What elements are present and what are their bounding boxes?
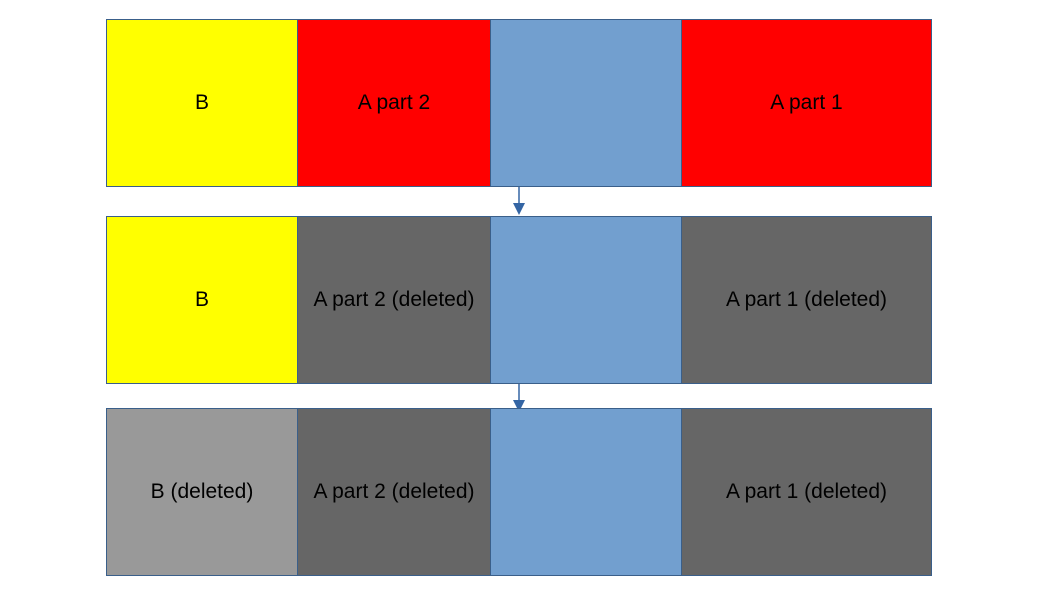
memory-row-1: B A part 2 A part 1 — [106, 19, 932, 187]
arrow-down-icon — [513, 384, 525, 412]
segment-a-part-2: A part 2 — [298, 20, 491, 186]
segment-free — [491, 409, 682, 575]
segment-free — [491, 20, 682, 186]
segment-b: B — [107, 217, 298, 383]
segment-a-part-1-deleted: A part 1 (deleted) — [682, 217, 931, 383]
segment-a-part-1-deleted: A part 1 (deleted) — [682, 409, 931, 575]
segment-a-part-2-deleted: A part 2 (deleted) — [298, 409, 491, 575]
segment-b: B — [107, 20, 298, 186]
segment-a-part-2-deleted: A part 2 (deleted) — [298, 217, 491, 383]
memory-row-3: B (deleted) A part 2 (deleted) A part 1 … — [106, 408, 932, 576]
segment-b-deleted: B (deleted) — [107, 409, 298, 575]
segment-a-part-1: A part 1 — [682, 20, 931, 186]
arrow-down-icon — [513, 187, 525, 215]
segment-free — [491, 217, 682, 383]
memory-row-2: B A part 2 (deleted) A part 1 (deleted) — [106, 216, 932, 384]
